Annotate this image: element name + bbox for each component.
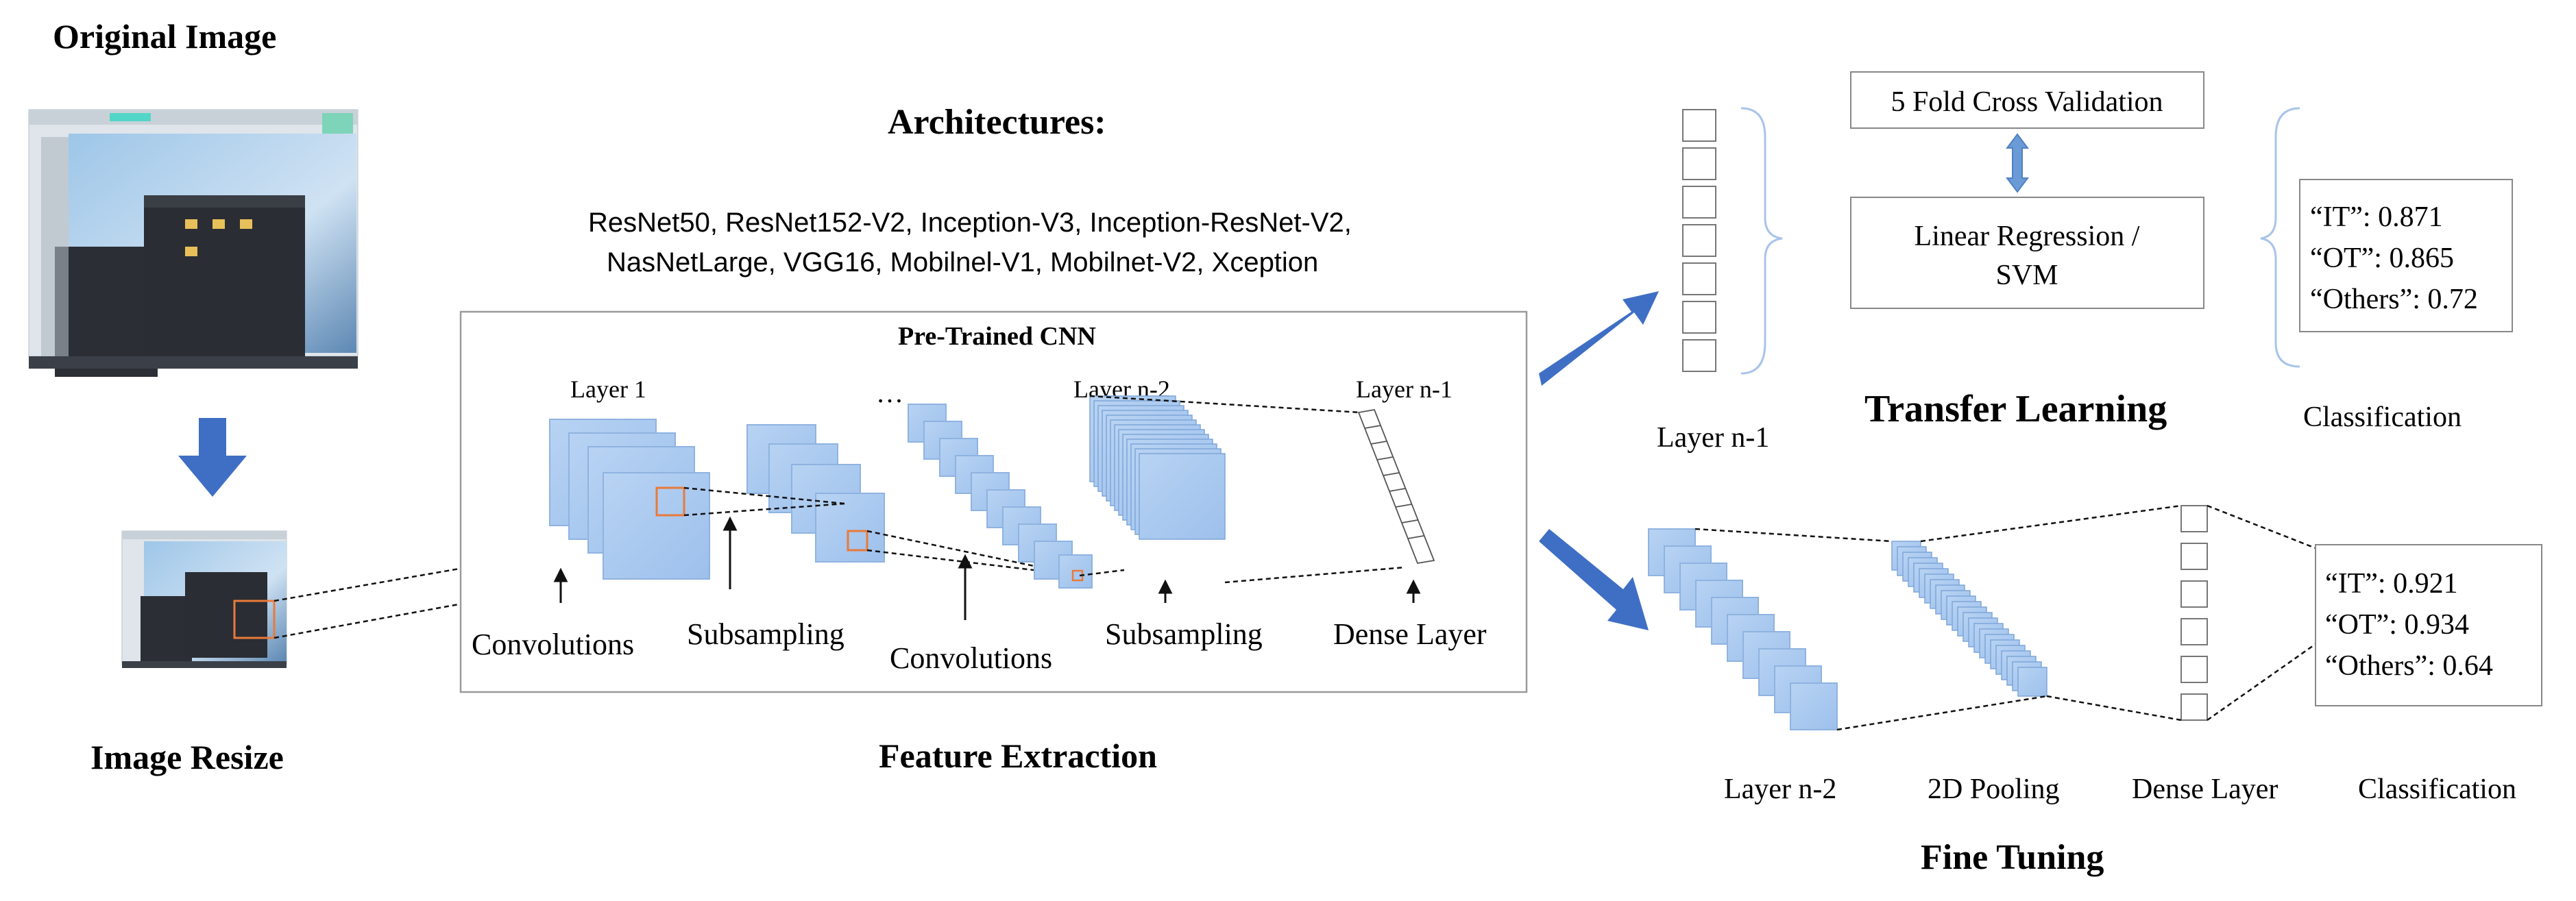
pretrained-cnn-title: Pre-Trained CNN <box>898 322 1096 351</box>
classification-brace-1 <box>2260 107 2300 368</box>
layer-n1-label: Layer n-1 <box>1356 375 1453 403</box>
architectures-list-line1: ResNet50, ResNet152-V2, Inception-V3, In… <box>588 208 1352 238</box>
finetune-layer-n2-stack <box>1648 528 1838 730</box>
feature-extraction-title: Feature Extraction <box>879 737 1157 775</box>
pooling-stack <box>1891 541 2048 697</box>
transfer-brace <box>1740 107 1783 375</box>
image-resize-title: Image Resize <box>90 738 284 776</box>
transfer-result-others: “Others”: 0.72 <box>2310 284 2478 315</box>
original-image-title: Original Image <box>53 17 276 55</box>
finetune-result-others: “Others”: 0.64 <box>2325 650 2493 682</box>
resize-down-arrow <box>178 418 247 497</box>
finetune-dense-label: Dense Layer <box>2132 774 2278 805</box>
cross-validation-box <box>1850 71 2204 129</box>
cnn-dense-layer <box>1357 408 1435 565</box>
transfer-results-box <box>2299 179 2513 332</box>
transfer-layer-n1-label: Layer n-1 <box>1657 422 1769 454</box>
original-image-thumbnail <box>28 109 359 377</box>
subsampling-label-2: Subsampling <box>1105 617 1263 651</box>
transfer-dense-layer <box>1682 109 1716 372</box>
finetune-classification-label: Classification <box>2358 774 2516 805</box>
fine-tuning-title: Fine Tuning <box>1921 838 2104 877</box>
layer-n2-stack <box>1089 395 1226 540</box>
conv-kernel-box-2 <box>847 530 868 552</box>
resize-crop-box <box>233 600 276 639</box>
cnn-up-arrows <box>553 516 1421 620</box>
layer-1-label: Layer 1 <box>570 375 646 403</box>
transfer-branch-arrow <box>1539 291 1659 386</box>
architectures-list-line2: NasNetLarge, VGG16, Mobilnel-V1, Mobilne… <box>607 247 1318 277</box>
finetune-result-ot: “OT”: 0.934 <box>2325 609 2469 641</box>
transfer-learning-title: Transfer Learning <box>1864 388 2167 430</box>
finetune-results-box <box>2315 544 2542 706</box>
dense-layer-label: Dense Layer <box>1333 617 1487 651</box>
conv-layer-1-stack <box>549 419 710 580</box>
regression-label-line2: SVM <box>1995 260 2058 291</box>
transfer-result-ot: “OT”: 0.865 <box>2310 243 2454 274</box>
finetune-branch-arrow <box>1539 529 1649 630</box>
regression-label-line1: Linear Regression / <box>1915 221 2140 252</box>
ellipsis-label: … <box>876 378 903 408</box>
conv-kernel-box-1 <box>655 486 685 517</box>
transfer-result-it: “IT”: 0.871 <box>2310 201 2443 233</box>
resized-image-thumbnail <box>121 530 287 668</box>
architectures-title: Architectures: <box>888 103 1106 142</box>
subsampling-label-1: Subsampling <box>687 617 845 651</box>
finetune-dense-layer <box>2180 505 2208 721</box>
finetune-result-it: “IT”: 0.921 <box>2325 568 2458 600</box>
double-headed-arrow <box>2006 133 2029 193</box>
convolutions-label-2: Convolutions <box>890 641 1052 675</box>
conv-layer-2-stack <box>908 404 1093 589</box>
finetune-layer-n2-label: Layer n-2 <box>1724 774 1836 805</box>
transfer-classification-label: Classification <box>2303 402 2462 433</box>
regression-box <box>1850 197 2204 309</box>
convolutions-label-1: Convolutions <box>472 628 634 661</box>
cross-validation-label: 5 Fold Cross Validation <box>1891 86 2163 118</box>
pooling-label: 2D Pooling <box>1928 774 2060 805</box>
